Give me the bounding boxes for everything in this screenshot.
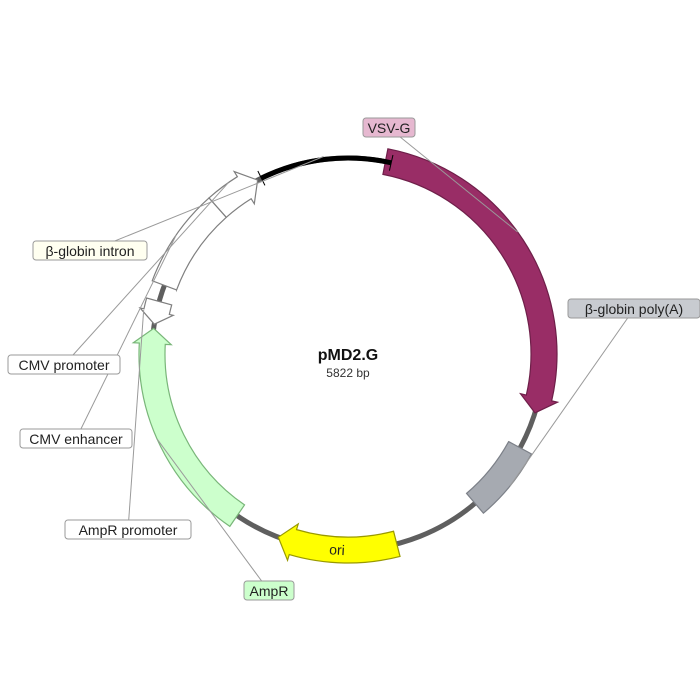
feature-vsvg xyxy=(382,148,560,414)
feature-intron xyxy=(260,155,392,181)
feature-label-box xyxy=(7,354,121,375)
feature-cmvprom xyxy=(208,170,259,219)
feature-poly xyxy=(465,440,533,515)
leader-line xyxy=(89,156,324,252)
feature-layer xyxy=(131,148,560,564)
feature-tick xyxy=(257,170,266,186)
leader-line xyxy=(509,308,635,487)
feature-label-poly: β-globin poly(A) xyxy=(585,301,683,317)
feature-ori xyxy=(277,522,401,564)
feature-label-box xyxy=(567,298,700,319)
feature-label-box xyxy=(362,117,416,138)
feature-cmvenh xyxy=(151,197,228,291)
plasmid-length: 5822 bp xyxy=(326,366,370,380)
feature-label-amprp: AmpR promoter xyxy=(79,522,178,538)
leader-line xyxy=(75,234,177,440)
feature-tick xyxy=(388,154,394,171)
leader-lines xyxy=(63,127,635,592)
feature-label-vsvg: VSV-G xyxy=(368,120,411,136)
feature-ampr xyxy=(131,327,246,528)
plasmid-name: pMD2.G xyxy=(318,347,378,364)
feature-label-ori: ori xyxy=(329,541,345,558)
feature-label-box xyxy=(243,580,295,601)
feature-label-intron: β-globin intron xyxy=(46,243,135,259)
feature-label-cmvenh: CMV enhancer xyxy=(29,431,123,447)
feature-label-cmvprom: CMV promoter xyxy=(18,357,109,373)
feature-label-ampr: AmpR xyxy=(250,583,289,599)
feature-label-box xyxy=(64,519,192,540)
leader-line xyxy=(388,127,519,233)
feature-amprp xyxy=(138,297,176,325)
leader-line xyxy=(63,182,229,366)
feature-label-box xyxy=(32,240,148,261)
leader-line xyxy=(127,309,145,531)
feature-label-box xyxy=(19,428,133,449)
leader-line xyxy=(156,438,270,592)
